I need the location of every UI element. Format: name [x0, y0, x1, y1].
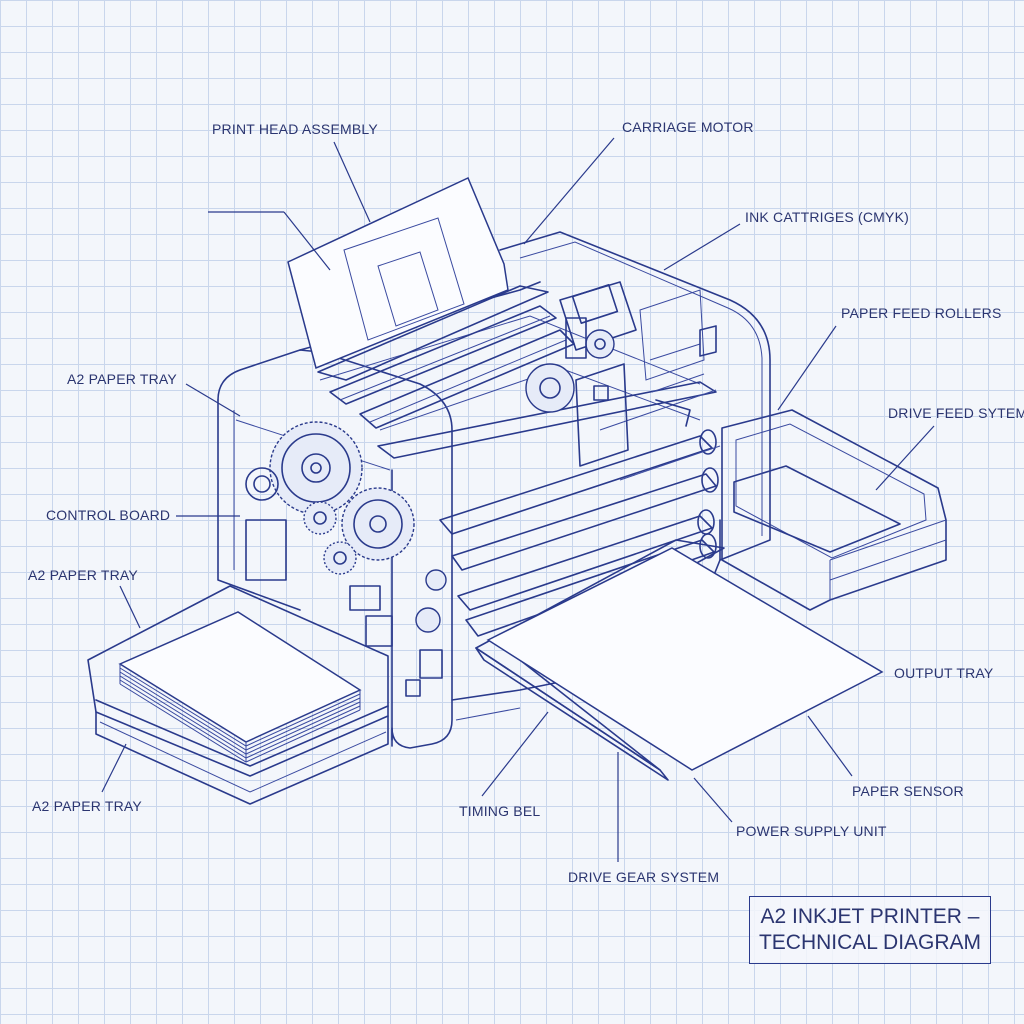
output-tray [475, 539, 884, 781]
label-a2-paper-tray-top: A2 PAPER TRAY [67, 371, 177, 387]
label-print-head-assembly: PRINT HEAD ASSEMBLY [212, 121, 378, 137]
carriage-motor-assembly [525, 281, 717, 467]
carriage-rails [317, 285, 721, 637]
label-paper-feed-rollers: PAPER FEED ROLLERS [841, 305, 1002, 321]
label-a2-paper-tray-bottom: A2 PAPER TRAY [32, 798, 142, 814]
label-control-board: CONTROL BOARD [46, 507, 170, 523]
right-paper-tray [721, 409, 947, 611]
diagram-title-line2: TECHNICAL DIAGRAM [758, 931, 982, 954]
top-paper-input [287, 176, 509, 370]
label-drive-gear-system: DRIVE GEAR SYSTEM [568, 869, 719, 885]
label-ink-cartridges: INK CATTRIGES (CMYK) [745, 209, 909, 225]
label-power-supply-unit: POWER SUPPLY UNIT [736, 823, 887, 839]
label-output-tray: OUTPUT TRAY [894, 665, 994, 681]
label-a2-paper-tray-mid: A2 PAPER TRAY [28, 567, 138, 583]
leader-lines [101, 137, 935, 862]
label-paper-sensor: PAPER SENSOR [852, 783, 964, 799]
drive-gear-train [245, 421, 447, 697]
label-drive-feed-system: DRIVE FEED SYTEM [888, 405, 1024, 421]
label-carriage-motor: CARRIAGE MOTOR [622, 119, 754, 135]
left-paper-tray [87, 585, 389, 805]
diagram-title-line1: A2 INKJET PRINTER – [760, 905, 980, 928]
callout-labels: PRINT HEAD ASSEMBLY CARRIAGE MOTOR INK C… [28, 119, 1024, 885]
diagram-title-box: A2 INKJET PRINTER – TECHNICAL DIAGRAM [749, 896, 991, 964]
label-timing-belt: TIMING BEL [459, 803, 540, 819]
